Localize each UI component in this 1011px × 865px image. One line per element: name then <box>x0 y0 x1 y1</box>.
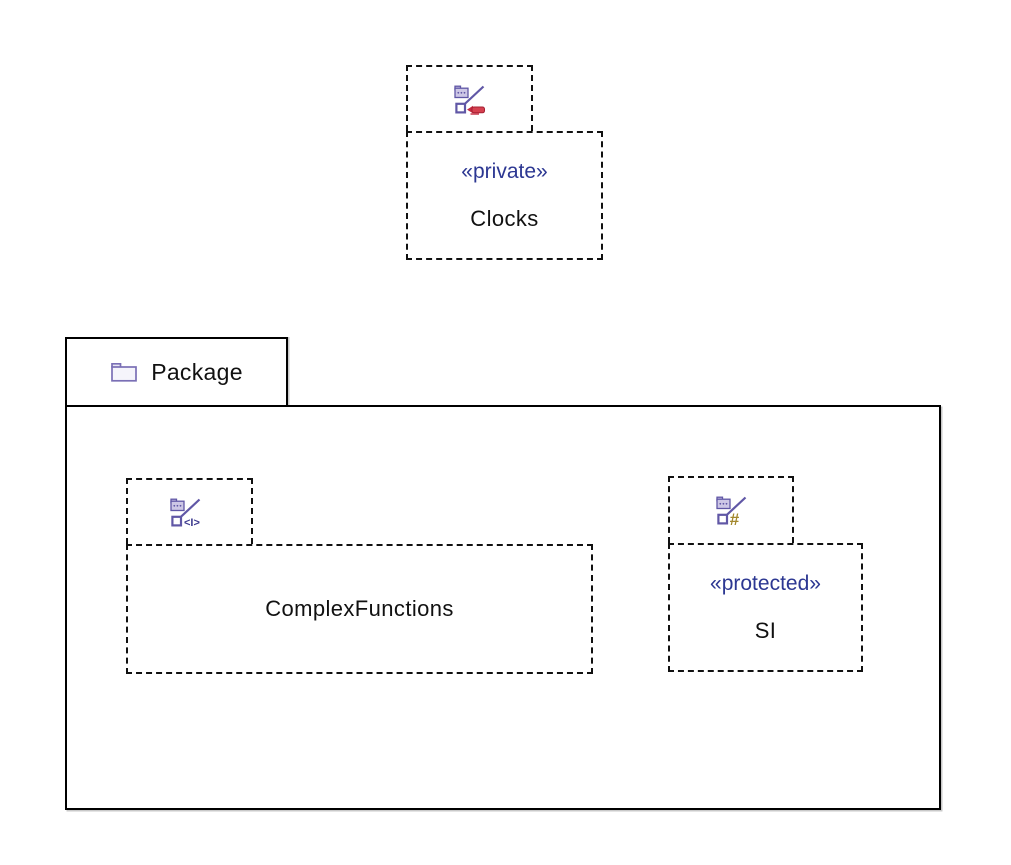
complex-functions-element-tab[interactable]: <I> <box>126 478 253 544</box>
package-name-label: Package <box>151 358 243 385</box>
si-name-label: SI <box>754 617 777 643</box>
complex-functions-element-body[interactable]: ComplexFunctions <box>126 544 593 674</box>
protected-marker-text: # <box>729 510 739 526</box>
import-marker-text: <I> <box>184 517 200 528</box>
clocks-stereotype-label: «private» <box>461 159 548 183</box>
element-import-private-icon <box>453 84 486 115</box>
clocks-name-label: Clocks <box>470 205 539 231</box>
element-import-protected-icon: # <box>715 495 748 526</box>
package-tab[interactable]: Package <box>65 337 288 405</box>
complex-functions-name-label: ComplexFunctions <box>265 596 454 621</box>
si-element-body[interactable]: «protected» SI <box>668 543 863 672</box>
folder-icon <box>110 361 138 383</box>
element-import-icon: <I> <box>169 497 210 528</box>
si-stereotype-label: «protected» <box>710 571 821 595</box>
clocks-element-tab[interactable] <box>406 65 533 131</box>
package-body[interactable]: <I> ComplexFunctions # <box>65 405 941 810</box>
si-element-tab[interactable]: # <box>668 476 794 543</box>
clocks-element-body[interactable]: «private» Clocks <box>406 131 603 260</box>
